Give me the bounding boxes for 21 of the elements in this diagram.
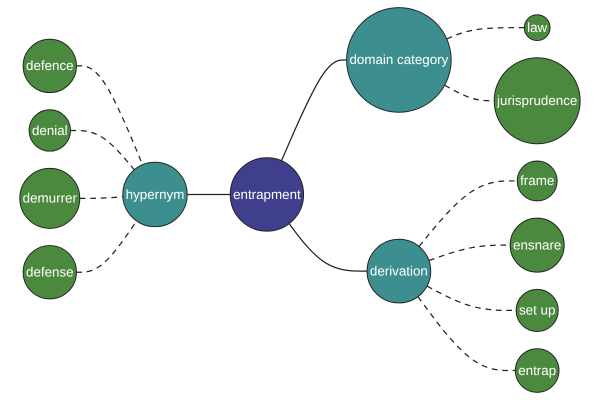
- connector: [70, 130, 135, 170]
- node-circle: demurrer: [19, 168, 80, 229]
- connector: [446, 27, 524, 40]
- connector: [418, 180, 518, 247]
- node-circle: defense: [22, 245, 77, 300]
- node-circle: entrapment: [230, 157, 304, 232]
- connector: [417, 296, 516, 372]
- node-circle: domain category: [346, 7, 452, 113]
- node-circle: defence: [22, 38, 77, 94]
- node-circle: law: [524, 14, 551, 42]
- node-circle: set up: [516, 288, 559, 332]
- node-circle: ensnare: [510, 218, 565, 273]
- node-circle: entrap: [514, 348, 560, 393]
- connector: [187, 194, 230, 196]
- connector: [288, 223, 368, 272]
- node-circle: derivation: [366, 238, 432, 304]
- node-circle: frame: [516, 160, 558, 202]
- connector: [280, 59, 347, 162]
- node-circle: jurisprudence: [494, 57, 581, 144]
- node-circle: denial: [28, 109, 71, 152]
- node-circle: hypernym: [122, 162, 188, 228]
